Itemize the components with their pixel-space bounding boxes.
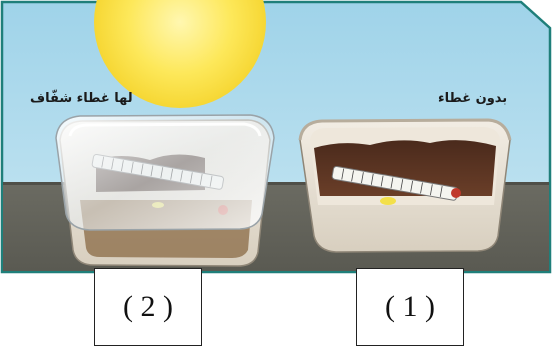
caption-with-transparent-cover: لها غطاء شفّاف — [30, 91, 133, 106]
transparent-lid — [56, 115, 274, 230]
tray-covered — [56, 115, 274, 266]
number-box-2: ( 2 ) — [94, 268, 202, 346]
number-label-1: ( 1 ) — [385, 290, 435, 324]
number-label-2: ( 2 ) — [123, 290, 173, 324]
caption-without-cover: بدون غطاء — [438, 91, 507, 106]
tray-uncovered — [300, 120, 510, 252]
number-box-1: ( 1 ) — [356, 268, 464, 346]
